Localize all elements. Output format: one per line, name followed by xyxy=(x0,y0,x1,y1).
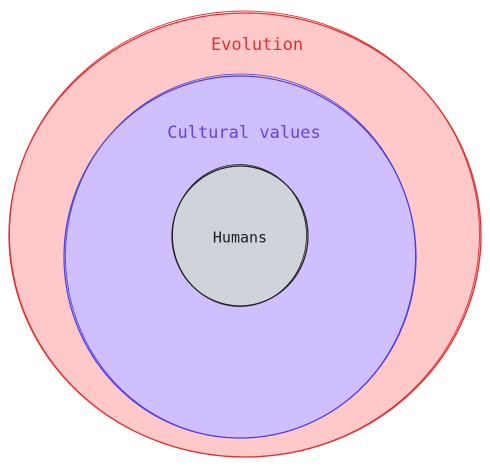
inner-circle-group: Humans xyxy=(171,164,309,307)
outer-circle-label: Evolution xyxy=(211,35,303,55)
middle-circle-label: Cultural values xyxy=(167,123,321,143)
inner-circle-sketch-stroke xyxy=(172,164,307,307)
outer-circle-sketch-stroke xyxy=(9,10,480,458)
inner-circle[interactable] xyxy=(171,165,309,307)
inner-circle-label: Humans xyxy=(213,229,267,247)
middle-circle-sketch-stroke xyxy=(65,73,416,439)
